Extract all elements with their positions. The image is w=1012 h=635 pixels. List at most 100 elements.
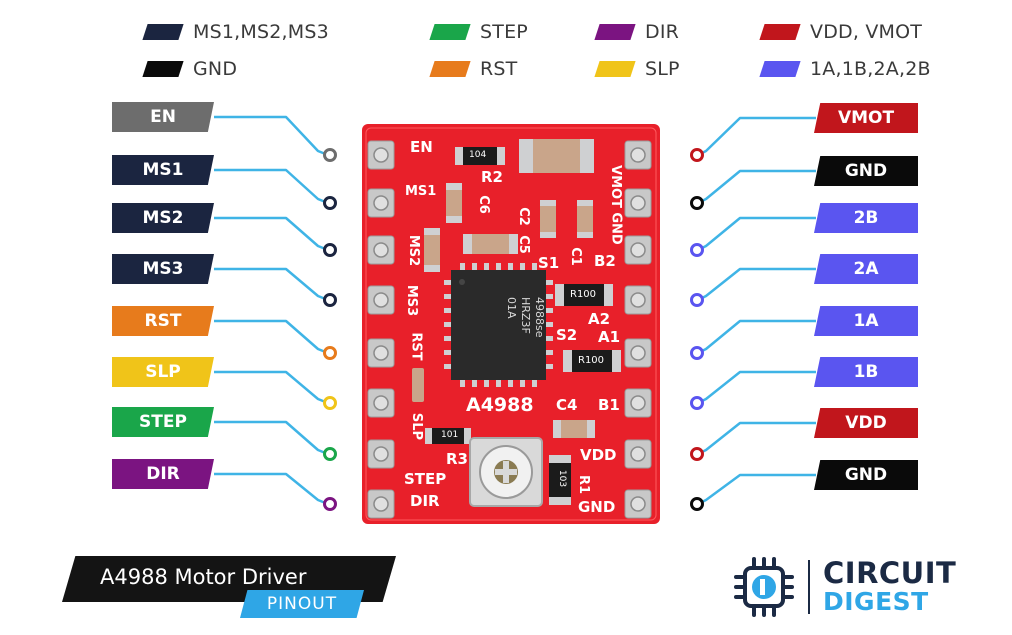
silk-gnd-top: GND [608,212,624,245]
smd-code-103: 103 [557,469,568,488]
wire-right [697,267,816,302]
silk-b2: B2 [594,252,616,270]
terminal-left [323,346,337,360]
silk-gnd-bottom: GND [578,498,616,516]
header-pin-hole [630,496,646,512]
page-subtitle: PINOUT [266,594,338,614]
silk-c6: C6 [475,195,491,214]
wire-left [214,370,329,405]
sense-resistor-2 [563,350,621,372]
pin-label-ms1: MS1 [112,155,214,185]
pin-label-2a-right: 2A [814,254,918,284]
wire-left [214,115,329,157]
terminal-right [690,447,704,461]
silk-en: EN [410,138,433,156]
terminal-right [690,497,704,511]
header-pin-hole [630,446,646,462]
pin-label-step: STEP [112,407,214,437]
silk-vmot: VMOT [607,165,623,208]
terminal-left [323,293,337,307]
terminal-right [690,148,704,162]
silk-c5: C5 [515,235,531,254]
chip-logo-icon [734,557,794,617]
pin-label-1a-right: 1A [814,306,918,336]
left-header [367,140,395,519]
pin-label-vdd-right: VDD [814,408,918,438]
wire-right [697,370,816,405]
capacitor-left [424,228,440,272]
wire-left [214,168,329,205]
pin-label-slp: SLP [112,357,214,387]
subtitle-banner [240,590,364,618]
wires-group [214,115,816,511]
capacitor-top-chip [463,234,518,254]
right-header [624,140,652,519]
chip-body [451,270,546,380]
silk-r2: R2 [481,168,503,186]
capacitor-c6 [446,183,462,223]
header-pin-hole [373,292,389,308]
silk-step: STEP [404,470,447,488]
board-edge-highlight [365,127,657,521]
terminal-right [690,346,704,360]
pin-label-gnd-right: GND [814,460,918,490]
legend-label: MS1,MS2,MS3 [193,21,329,43]
wire-right [697,473,816,506]
silk-c4: C4 [556,396,578,414]
legend-label: RST [480,58,518,80]
silk-b1: B1 [598,396,620,414]
silk-ms1: MS1 [405,184,437,199]
terminal-left [323,447,337,461]
legend-item-rst: RST [429,58,518,80]
brand-name-line1: CIRCUIT [823,556,957,590]
chip-mark-line: HRZ3F [519,297,532,334]
brand-divider [808,560,810,614]
chip-pin1-dot [459,279,465,285]
header-pin-hole [630,147,646,163]
legend-label: GND [193,58,238,80]
wire-right [697,169,816,205]
capacitor-c4 [553,420,595,438]
legend-item-coils: 1A,1B,2A,2B [759,58,931,80]
header-pin-hole [373,496,389,512]
chip-mark-line: 4988se [533,297,546,338]
wire-right [697,216,816,252]
header-pin-hole [630,345,646,361]
resistor-r3 [425,428,471,444]
pin-label-1b-right: 1B [814,357,918,387]
potentiometer [469,437,543,507]
legend-item-ms: MS1,MS2,MS3 [142,21,329,43]
pin-label-vmot-right: VMOT [814,103,918,133]
silk-slp: SLP [409,412,425,441]
header-pin-hole [373,195,389,211]
resistor-r2 [455,147,505,165]
header-pin-hole [630,395,646,411]
silk-c2: C2 [515,207,531,226]
silk-vdd: VDD [580,446,617,464]
legend-item-gnd: GND [142,58,238,80]
legend-label: STEP [480,21,528,43]
smd-code-101: 101 [441,430,459,440]
pin-label-en: EN [112,102,214,132]
silk-s2: S2 [556,326,578,344]
chip-mark-line: 01A [505,297,518,319]
capacitor-c1 [577,200,593,238]
board [362,124,660,524]
wire-left [214,472,329,506]
terminal-right [690,243,704,257]
pin-label-ms2: MS2 [112,203,214,233]
terminal-right [690,293,704,307]
cap-terminal [519,139,533,173]
silk-c1: C1 [567,247,583,266]
silk-a1: A1 [598,328,621,346]
silk-ms2: MS2 [406,234,422,267]
pin-label-dir: DIR [112,459,214,489]
header-pin-hole [373,345,389,361]
terminal-right [690,196,704,210]
silk-r1: R1 [576,474,592,495]
wire-left [214,216,329,252]
pin-label-ms3: MS3 [112,254,214,284]
brand-name-line2: DIGEST [823,587,929,616]
